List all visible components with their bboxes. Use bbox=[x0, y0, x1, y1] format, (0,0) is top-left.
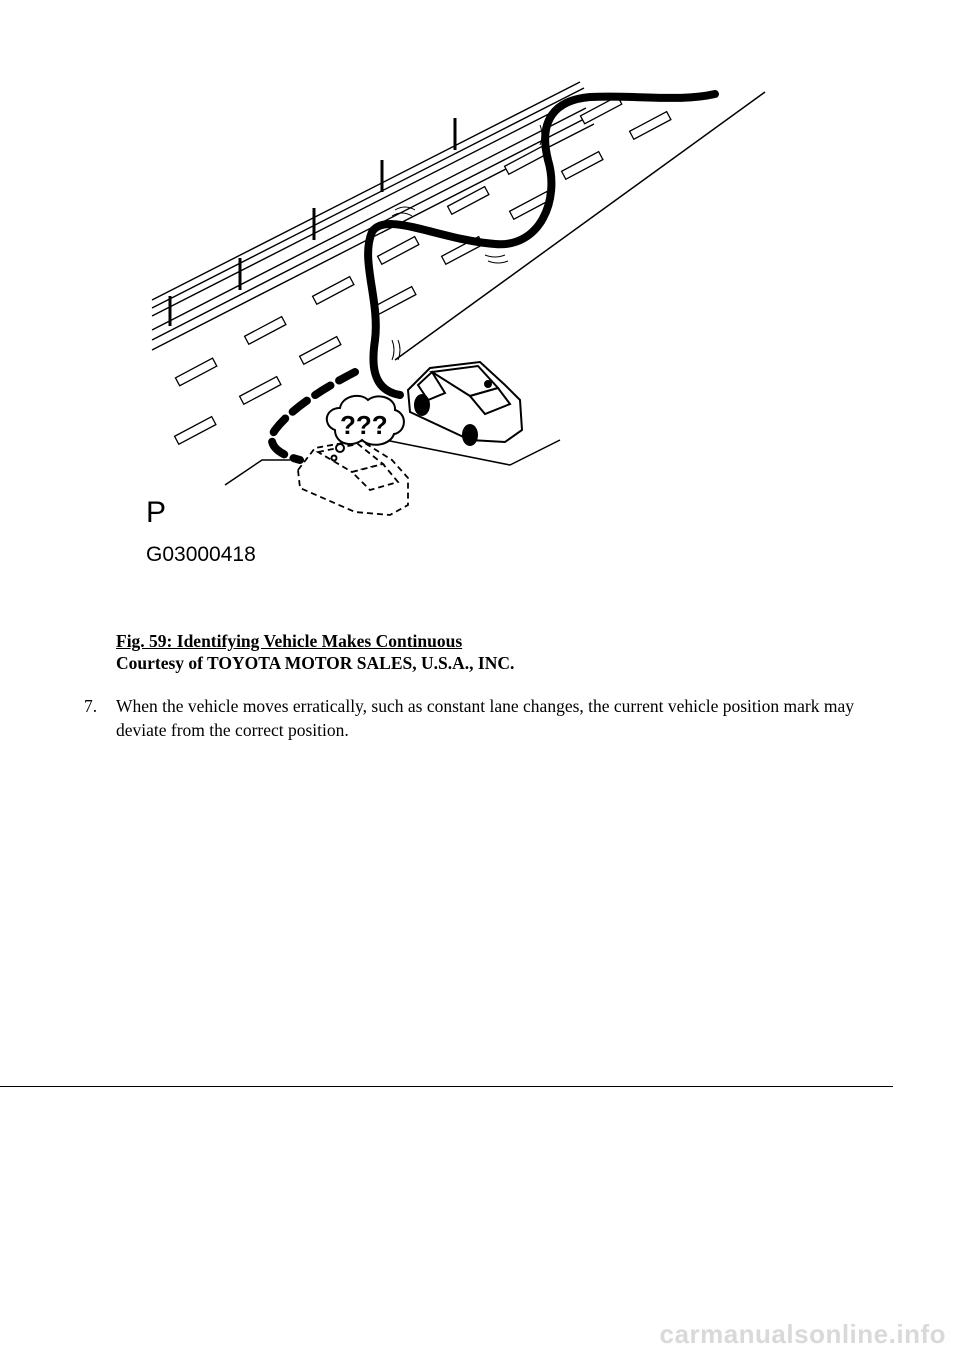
step-number: 7. bbox=[84, 696, 98, 716]
step-item: 7. When the vehicle moves erratically, s… bbox=[84, 694, 874, 742]
confusion-bubble: ??? bbox=[325, 394, 405, 462]
motion-marks bbox=[391, 124, 549, 361]
lane-dashes bbox=[173, 95, 672, 446]
figure-title: Fig. 59: Identifying Vehicle Makes Conti… bbox=[116, 631, 463, 651]
road-edges bbox=[224, 91, 766, 486]
figure-caption: Fig. 59: Identifying Vehicle Makes Conti… bbox=[116, 630, 514, 674]
step-text: When the vehicle moves erratically, such… bbox=[116, 696, 854, 740]
current-car bbox=[406, 360, 524, 446]
figure-code: G03000418 bbox=[146, 543, 256, 566]
question-marks: ??? bbox=[340, 410, 388, 440]
watermark: carmanualsonline.info bbox=[659, 1319, 946, 1349]
figure-courtesy: Courtesy of TOYOTA MOTOR SALES, U.S.A., … bbox=[116, 653, 515, 673]
vehicle-path bbox=[267, 90, 719, 464]
erratic-lane-change-illustration: ??? bbox=[151, 81, 766, 516]
figure-label-p: P bbox=[146, 496, 167, 529]
footer-divider bbox=[0, 1086, 893, 1087]
ghost-car bbox=[297, 439, 409, 516]
